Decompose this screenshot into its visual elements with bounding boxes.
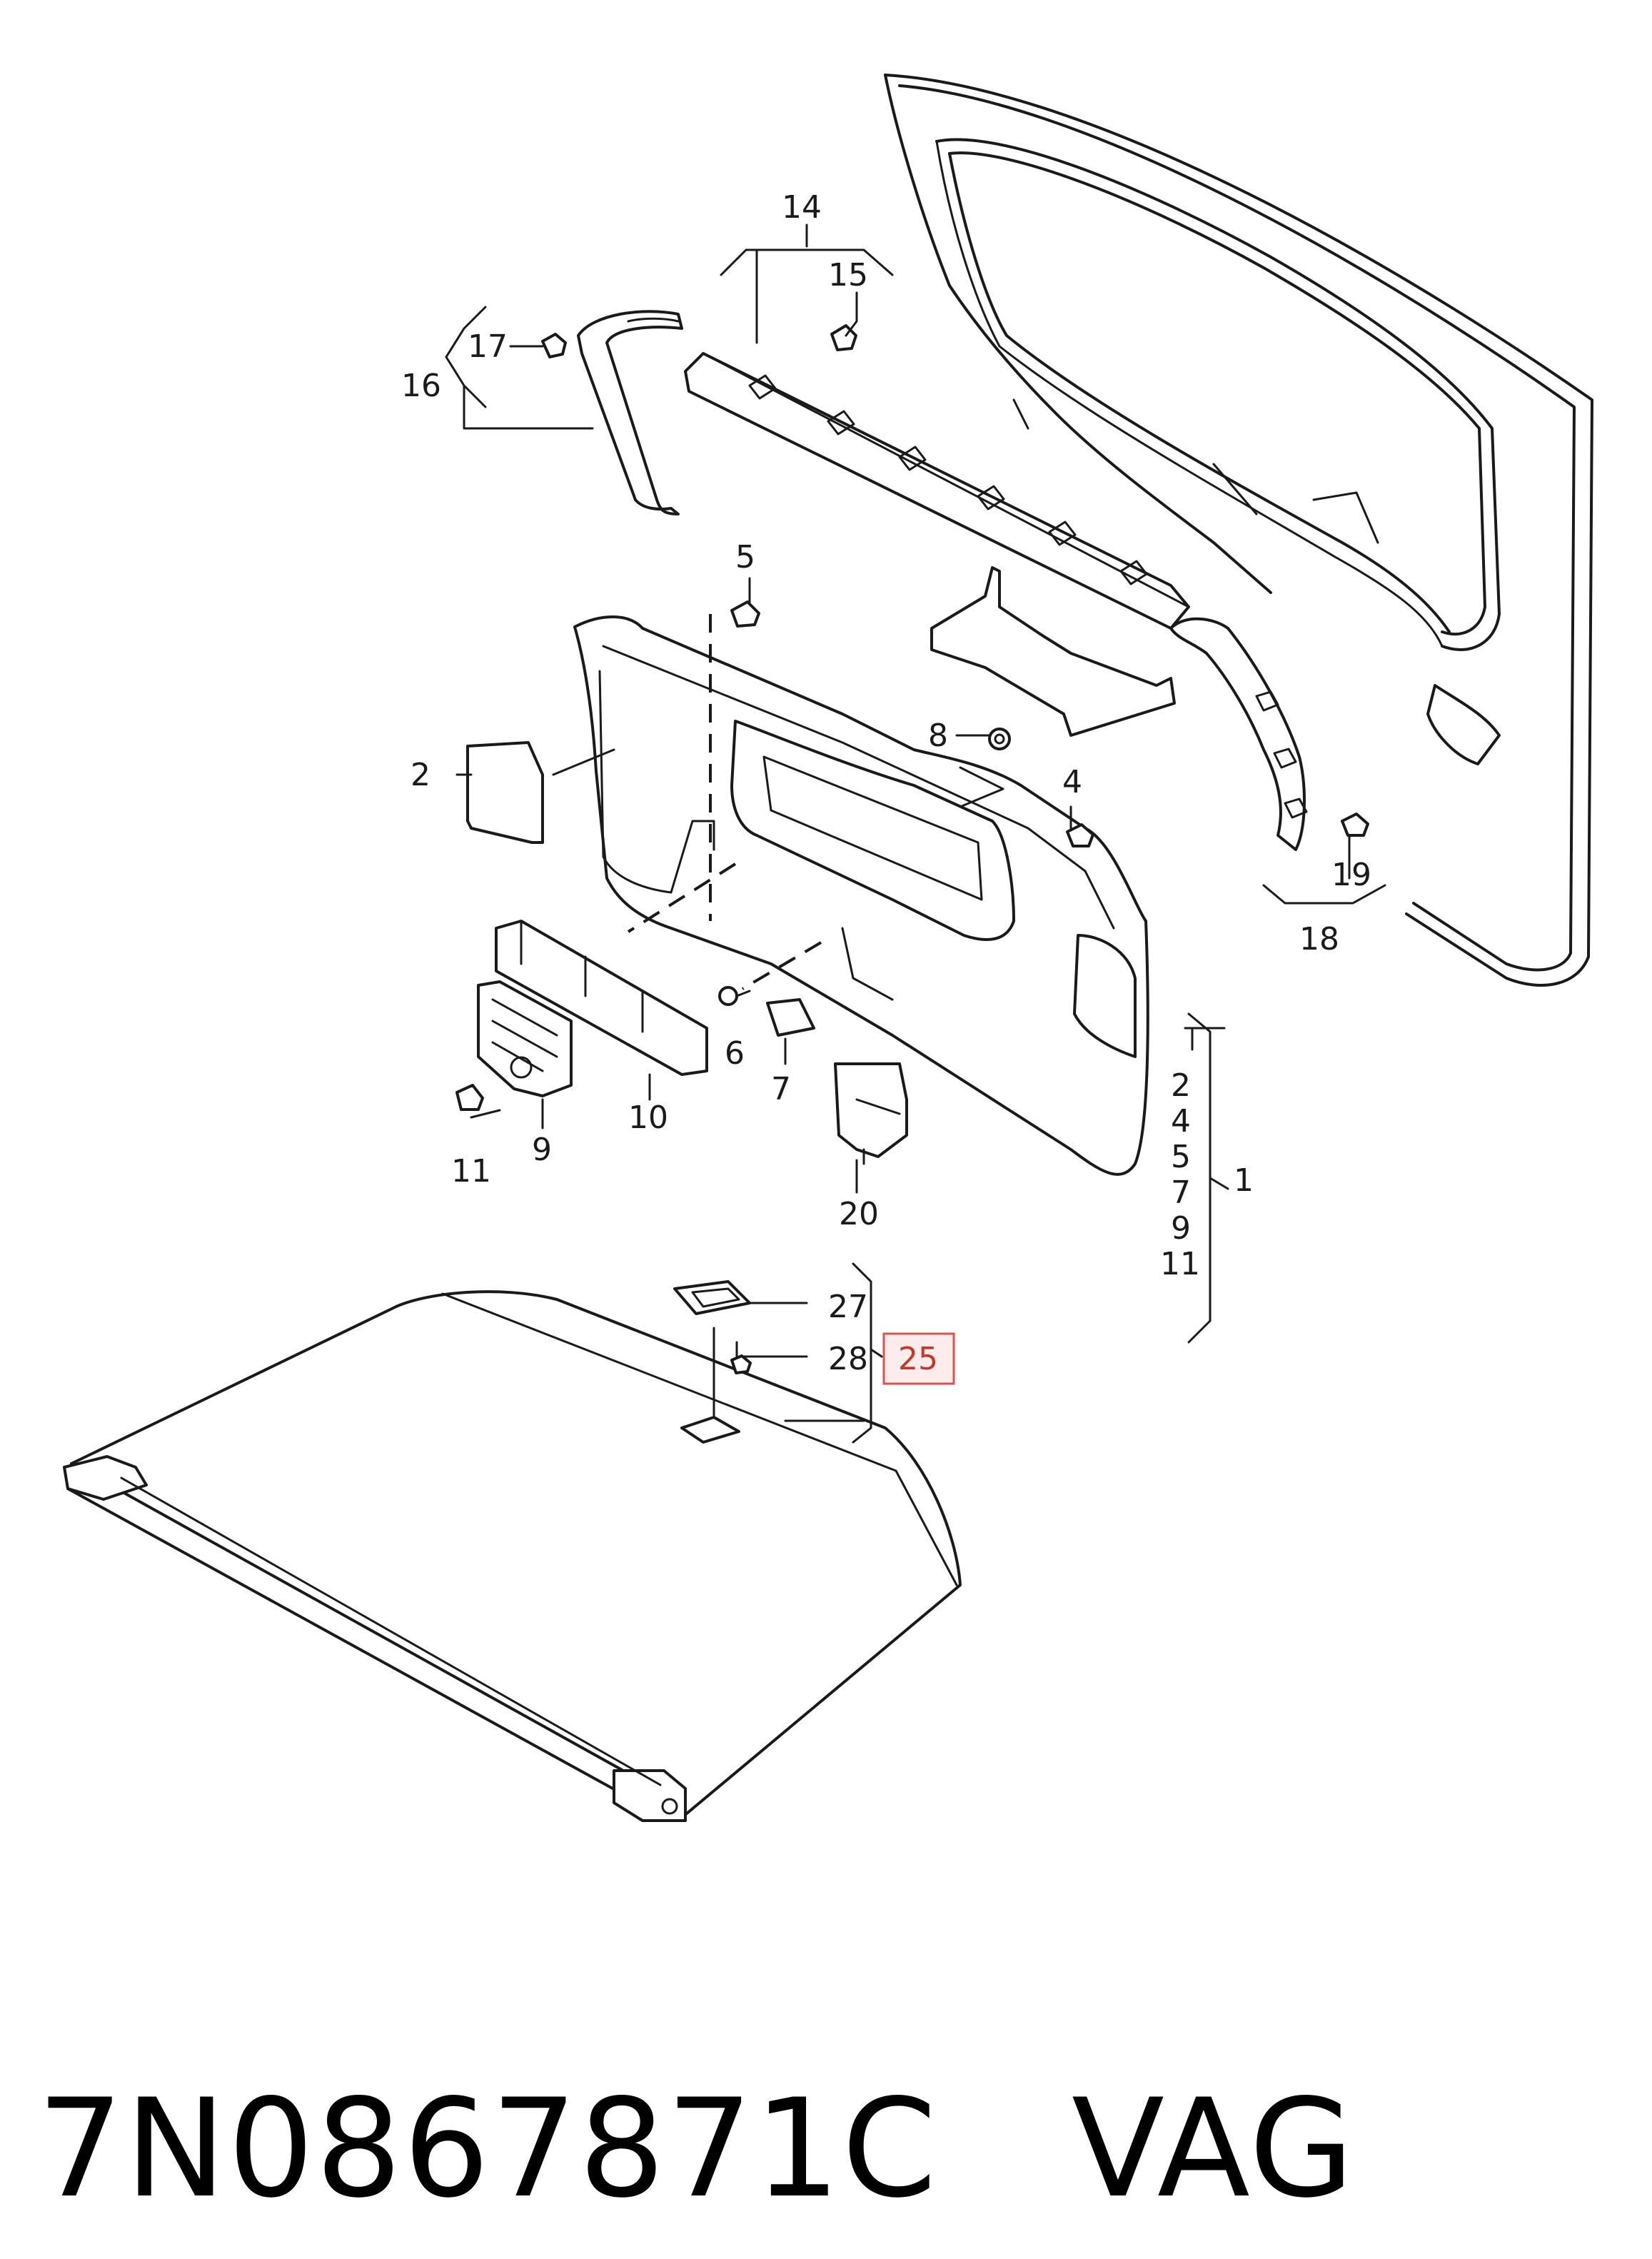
part-27-bracket	[673, 1280, 751, 1315]
callout-labels: 14 15 16 17 5 2 8 4 19 18 6 7 10 11 9 20…	[401, 189, 1371, 1377]
part-9-bracket	[477, 980, 573, 1097]
callout-11: 11	[451, 1153, 491, 1189]
callout-16: 16	[401, 368, 441, 404]
group-1-part-list: 2 4 5 7 9 11	[1160, 1067, 1200, 1282]
part-15-clip	[830, 324, 857, 351]
part-18-right-trim	[1169, 617, 1308, 851]
callout-17: 17	[468, 328, 508, 365]
callout-27: 27	[828, 1289, 868, 1325]
callout-4: 4	[1062, 764, 1082, 800]
group-1-item: 9	[1171, 1210, 1191, 1247]
callout-6: 6	[725, 1035, 745, 1072]
part-28-screw	[730, 1341, 752, 1374]
callout-8: 8	[928, 718, 948, 754]
callout-18: 18	[1299, 921, 1339, 957]
part-16-left-trim	[577, 310, 683, 515]
group-1-item: 4	[1171, 1103, 1191, 1139]
part-25-luggage-cover	[63, 1290, 962, 1822]
part-19-clip	[1341, 812, 1369, 837]
callout-2: 2	[411, 757, 430, 793]
part-7-cover	[766, 998, 815, 1037]
bracket	[930, 566, 1176, 737]
part-2-cover	[466, 741, 544, 844]
group-1-item: 7	[1171, 1174, 1191, 1211]
callout-15: 15	[828, 257, 868, 293]
part-8-screw	[988, 728, 1011, 750]
part-11-clip	[455, 1084, 484, 1111]
brand: VAG	[1072, 2070, 1356, 2228]
callout-20: 20	[839, 1196, 879, 1232]
group-1-item: 5	[1171, 1139, 1191, 1175]
group-1-item: 11	[1160, 1246, 1200, 1282]
callout-28: 28	[828, 1341, 868, 1377]
callout-10: 10	[628, 1100, 668, 1136]
part-14-upper-trim	[684, 352, 1190, 630]
group-1-item: 2	[1171, 1067, 1191, 1104]
part-number-caption: 7N0867871C VAG	[37, 2071, 1356, 2228]
highlight-box-25	[882, 1332, 955, 1385]
callout-19: 19	[1331, 857, 1371, 893]
callout-7: 7	[771, 1071, 791, 1107]
part-17-clip	[541, 333, 567, 358]
part-20-bracket	[834, 1062, 908, 1165]
part-number: 7N0867871C	[37, 2070, 938, 2228]
leader-lines	[445, 223, 1386, 1444]
callout-25: 25	[898, 1341, 938, 1377]
tailgate-frame	[884, 74, 1593, 987]
callout-1: 1	[1234, 1162, 1254, 1199]
part-5-clip	[730, 600, 760, 628]
part-10-strip	[495, 920, 708, 1076]
callout-9: 9	[532, 1132, 552, 1168]
callout-14: 14	[782, 189, 822, 226]
part-1-tailgate-panel	[573, 615, 1149, 1176]
part-6-screw	[718, 986, 751, 1006]
callout-5: 5	[735, 539, 755, 575]
part-4-clip	[1066, 823, 1094, 847]
